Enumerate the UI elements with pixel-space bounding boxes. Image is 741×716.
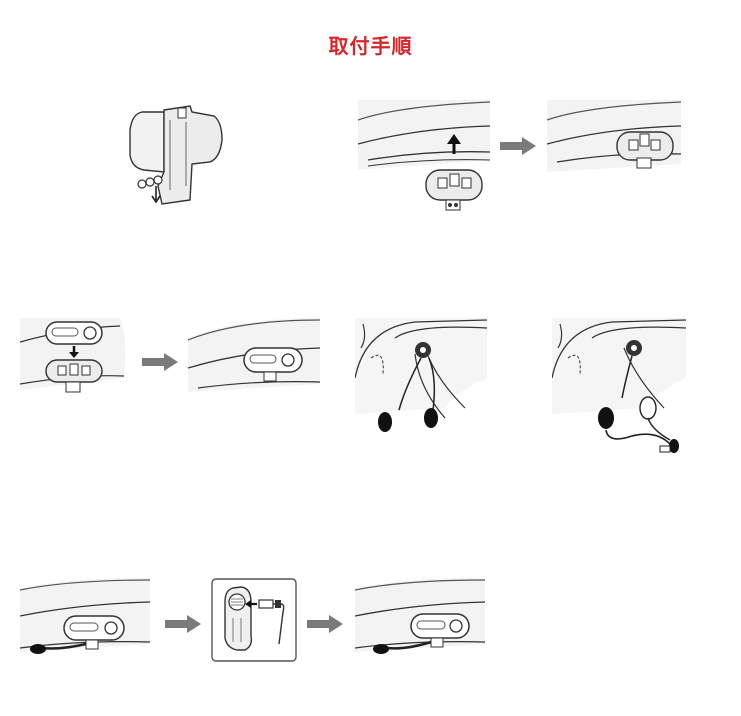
helmet-unit-icon [188, 318, 320, 392]
helmet-unit-mic-icon [20, 578, 151, 654]
helmet-unit-mic-icon [355, 578, 486, 654]
step-plug-connect-illustration [211, 578, 297, 662]
helmet-speaker-icon [355, 318, 487, 432]
next-arrow-icon [500, 137, 536, 155]
next-arrow-icon [307, 615, 343, 633]
clamp-bracket-icon [129, 105, 223, 205]
helmet-mic-icon [552, 318, 686, 453]
plug-connector-icon [211, 578, 297, 662]
helmet-mount-icon [358, 100, 490, 211]
step-mount-slide-in-illustration [358, 100, 490, 218]
step-speaker-placement-illustration [355, 318, 487, 434]
step-boom-mic-placement-illustration [552, 318, 686, 458]
helmet-mount-icon [547, 100, 681, 172]
step-unit-slide-on-illustration [20, 318, 128, 396]
page-title: 取付手順 [328, 34, 413, 58]
step-mount-attached-illustration [547, 100, 681, 175]
step-clip-unit-illustration [122, 100, 232, 212]
next-arrow-icon [165, 615, 201, 633]
next-arrow-icon [142, 353, 178, 371]
step-unit-with-mic-illustration [20, 578, 154, 660]
step-unit-attached-illustration [188, 318, 320, 396]
step-final-assembly-illustration [355, 578, 489, 660]
unit-slide-icon [20, 318, 126, 393]
